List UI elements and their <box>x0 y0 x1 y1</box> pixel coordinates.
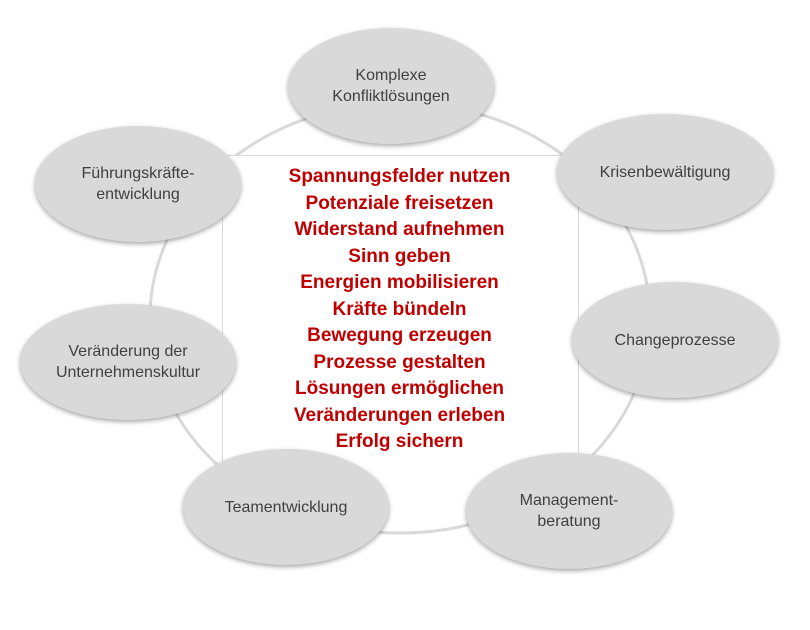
node-label: Krisenbewältigung <box>599 163 731 181</box>
claim-line: Bewegung erzeugen <box>307 325 492 346</box>
node-label: Management- beratung <box>519 492 619 530</box>
claim-line: Prozesse gestalten <box>313 351 486 373</box>
claim-line: Sinn geben <box>348 245 451 267</box>
node-changeprozesse: Changeprozesse <box>572 282 778 398</box>
claim-line: Kräfte bündeln <box>332 298 467 320</box>
node-teamentwicklung: Teamentwicklung <box>183 449 389 565</box>
center-panel <box>222 155 579 466</box>
claim-line: Spannungsfelder nutzen <box>288 166 511 187</box>
node-label: Führungskräfte- entwicklung <box>81 165 195 203</box>
claim-line: Veränderungen erleben <box>293 404 506 426</box>
node-fuehrungskraefteentwicklung: Führungskräfte- entwicklung <box>35 126 241 242</box>
node-label: Teamentwicklung <box>224 498 348 516</box>
claim-line: Potenziale freisetzen <box>305 192 494 214</box>
node-komplexe-konfliktloesungen: Komplexe Konfliktlösungen <box>288 28 494 144</box>
node-veraenderung-unternehmenskultur: Veränderung der Unternehmenskultur <box>20 304 236 420</box>
node-managementberatung: Management- beratung <box>466 453 672 569</box>
claim-line: Energien mobilisieren <box>300 272 499 293</box>
node-label: Veränderung der Unternehmenskultur <box>55 343 201 381</box>
claims-list: Spannungsfelder nutzen Potenziale freise… <box>222 164 577 456</box>
claim-line: Lösungen ermöglichen <box>294 378 505 399</box>
node-krisenbewaeltigung: Krisenbewältigung <box>557 114 773 230</box>
node-label: Komplexe Konfliktlösungen <box>332 67 450 105</box>
node-label: Changeprozesse <box>614 331 736 349</box>
claim-line: Erfolg sichern <box>335 431 464 452</box>
claim-line: Widerstand aufnehmen <box>294 219 505 240</box>
